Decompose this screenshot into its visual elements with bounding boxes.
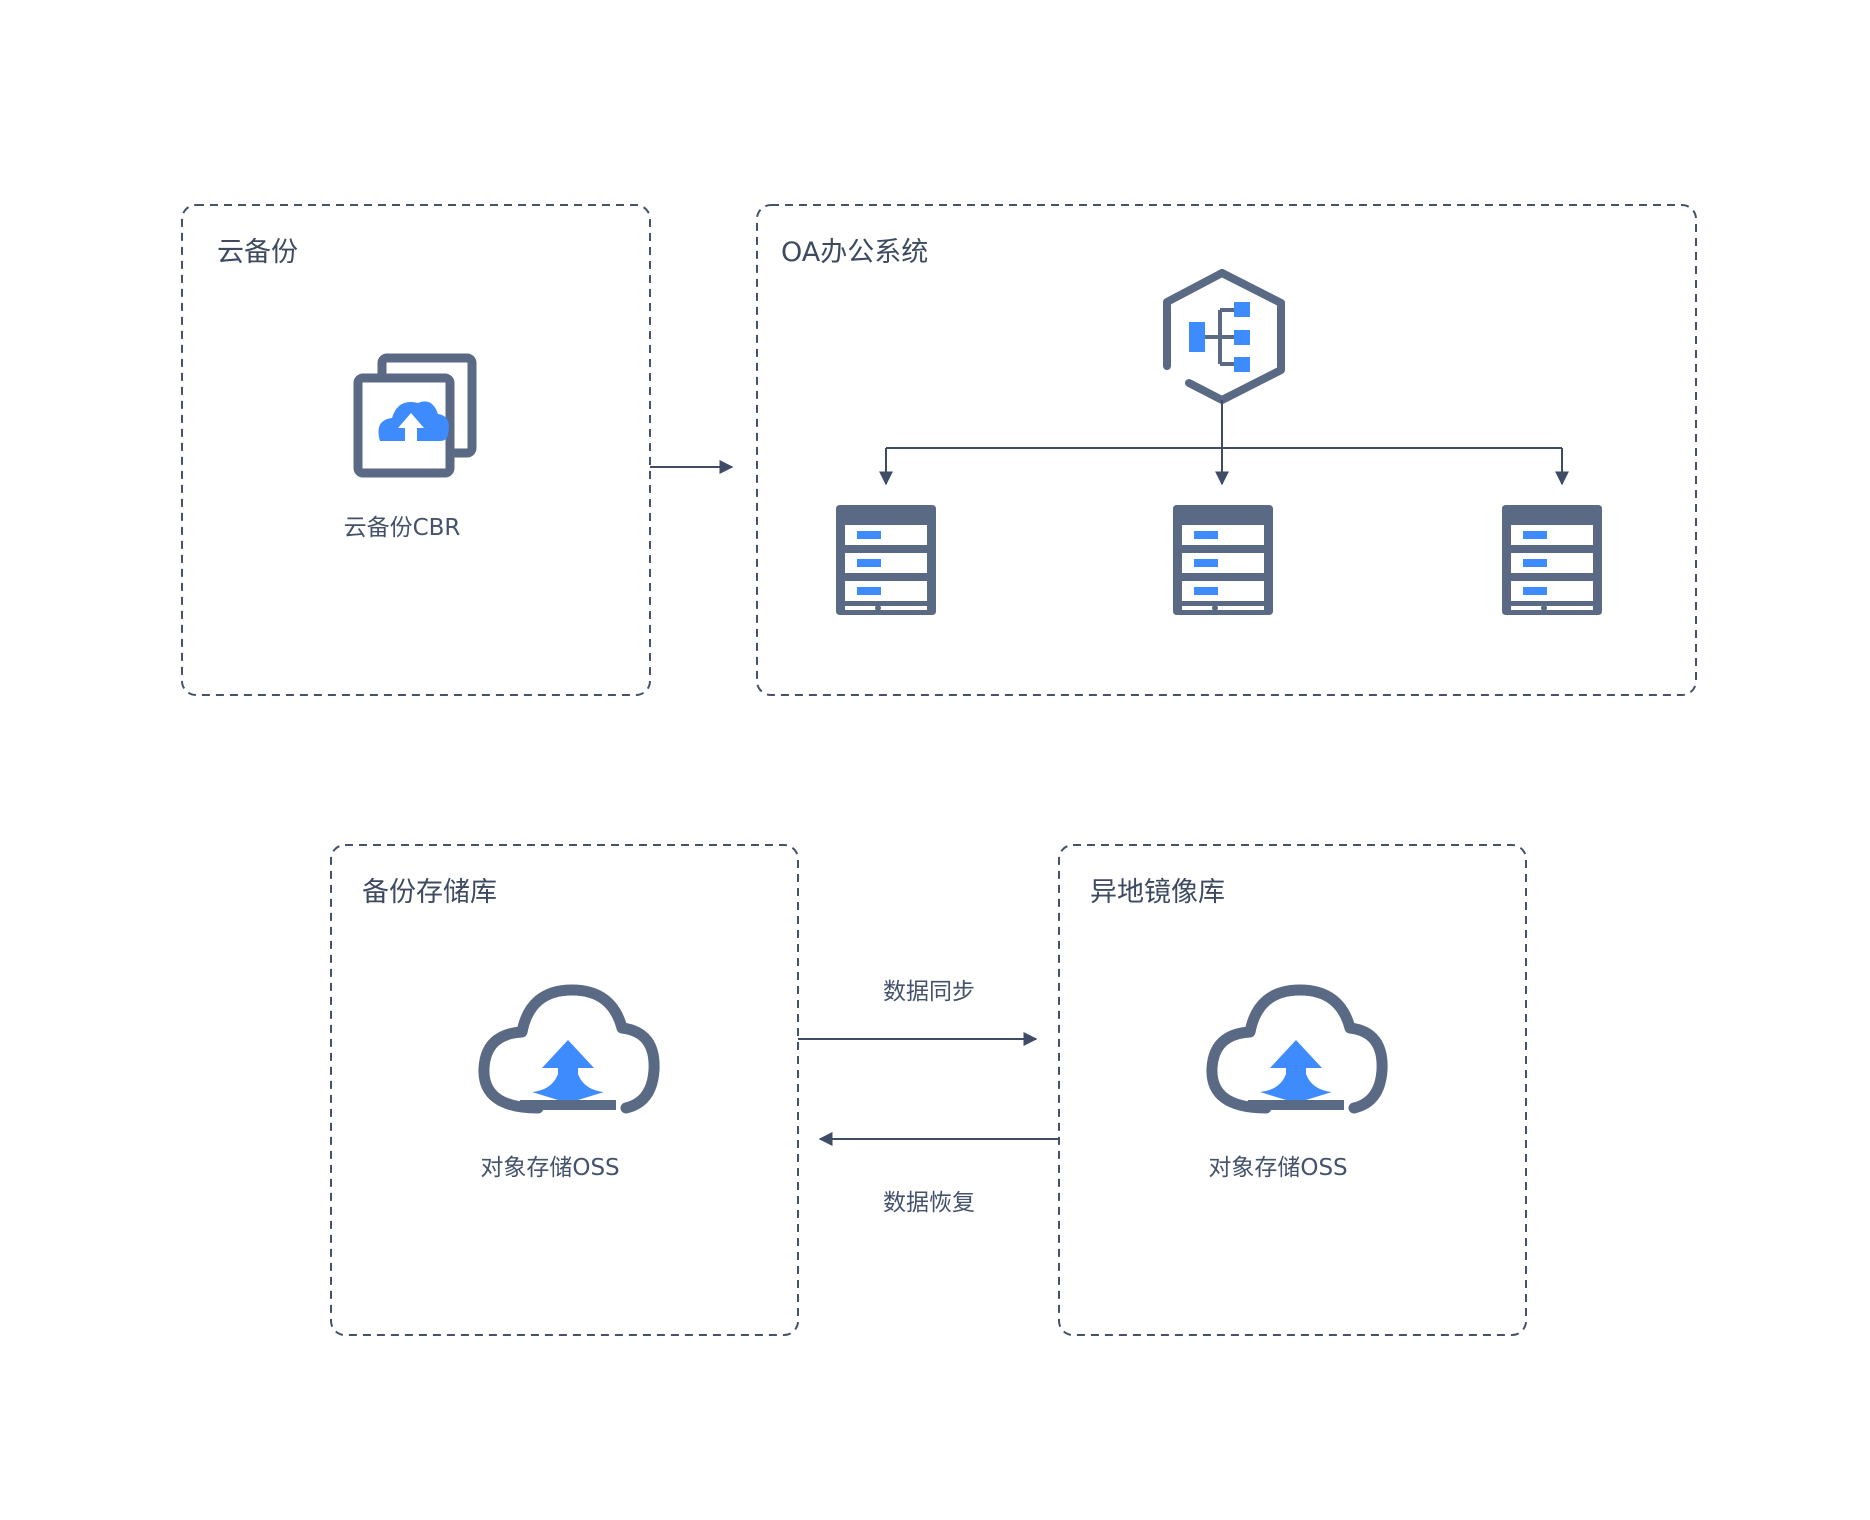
group-title-cloud-backup: 云备份 — [217, 237, 298, 268]
group-frame-cloud-backup — [181, 204, 651, 696]
fanout-connector — [879, 400, 1569, 486]
oss-upload-cloud-icon — [1206, 984, 1388, 1114]
server-icon — [1173, 505, 1273, 615]
load-balancer-icon — [1163, 269, 1285, 404]
group-title-remote-mirror: 异地镜像库 — [1090, 877, 1225, 908]
server-icon — [836, 505, 936, 615]
group-frame-backup-vault — [330, 844, 799, 1336]
cloud-backup-icon — [353, 353, 477, 478]
group-title-backup-vault: 备份存储库 — [362, 877, 497, 908]
service-label-oss-vault: 对象存储OSS — [480, 1155, 620, 1181]
group-title-oa-system: OA办公系统 — [781, 237, 929, 268]
flow-label-restore: 数据恢复 — [883, 1190, 975, 1216]
flow-label-sync: 数据同步 — [883, 979, 975, 1005]
server-icon — [1502, 505, 1602, 615]
service-label-cbr: 云备份CBR — [343, 515, 461, 541]
service-label-oss-mirror: 对象存储OSS — [1208, 1155, 1348, 1181]
group-frame-remote-mirror — [1058, 844, 1527, 1336]
oss-upload-cloud-icon — [478, 984, 660, 1114]
group-frame-oa-system — [756, 204, 1697, 696]
